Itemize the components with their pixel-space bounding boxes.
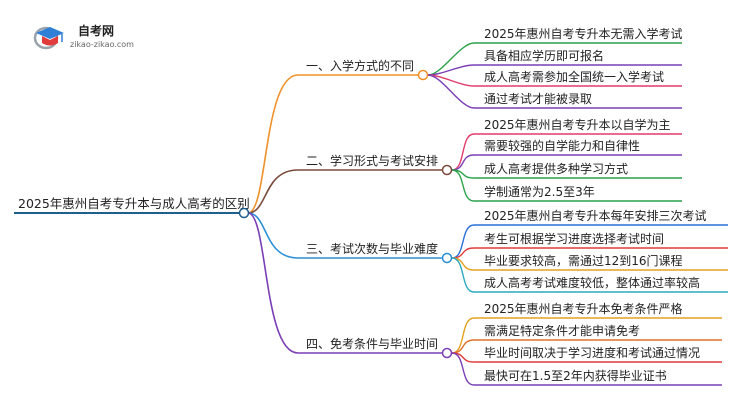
- branch-1-leaf-4-label: 通过考试才能被录取: [484, 91, 592, 106]
- branch-4-connector: [247, 212, 299, 354]
- branch-3-leaf-4-connector: [451, 257, 475, 293]
- branch-1-leaf-1-label: 2025年惠州自考专升本无需入学考试: [484, 26, 683, 41]
- branch-3-leaf-1-connector: [451, 224, 475, 259]
- branch-2-connector: [247, 169, 299, 214]
- branch-1-node-circle[interactable]: [417, 69, 429, 81]
- logo: 自考网 zikao-zikao.com: [33, 23, 134, 50]
- branch-3-connector: [247, 212, 299, 259]
- branch-3-leaf-1-label: 2025年惠州自考专升本每年安排三次考试: [484, 208, 707, 223]
- branch-3-leaf-3-label: 毕业要求较高，需通过12到16门课程: [484, 253, 683, 268]
- branch-3-leaf-4-label: 成人高考考试难度较低，整体通过率较高: [484, 275, 700, 290]
- branch-4-leaf-2-connector: [451, 339, 475, 354]
- branch-1-label: 一、入学方式的不同: [306, 58, 414, 73]
- branch-4-leaf-3-label: 毕业时间取决于学习进度和考试通过情况: [484, 345, 700, 360]
- graduation-cap-icon: [33, 26, 64, 50]
- branch-1-leaf-4-connector: [427, 74, 475, 109]
- branch-4-leaf-1-connector: [451, 317, 475, 354]
- branch-1-leaf-2-label: 具备相应学历即可报名: [484, 48, 604, 63]
- root-node-circle[interactable]: [238, 207, 250, 219]
- branch-4-label: 四、免考条件与毕业时间: [306, 336, 438, 351]
- branch-2-leaf-3-label: 成人高考提供多种学习方式: [484, 161, 628, 176]
- branch-2-leaf-1-connector: [451, 133, 475, 171]
- branch-3-node-circle[interactable]: [441, 252, 453, 264]
- branch-4-leaf-2-label: 需满足特定条件才能申请免考: [484, 323, 640, 338]
- branch-3-leaf-2-label: 考生可根据学习进度选择考试时间: [484, 231, 664, 246]
- branch-3-label: 三、考试次数与毕业难度: [306, 241, 438, 256]
- branch-2-leaf-4-connector: [451, 169, 475, 202]
- nodes: 2025年惠州自考专升本与成人高考的区别 一、入学方式的不同 2025年惠州自考专升…: [18, 26, 707, 383]
- branch-1-leaf-3-label: 成人高考需参加全国统一入学考试: [484, 69, 664, 84]
- branch-4-node-circle[interactable]: [441, 347, 453, 359]
- branch-2-node-circle[interactable]: [441, 164, 453, 176]
- connectors: [14, 42, 728, 386]
- branch-3-leaf-3-connector: [451, 257, 475, 271]
- branch-2-label: 二、学习形式与考试安排: [306, 153, 438, 168]
- branch-2-leaf-2-connector: [451, 154, 475, 171]
- branch-4-leaf-4-connector: [451, 352, 475, 386]
- branch-4-leaf-1-label: 2025年惠州自考专升本免考条件严格: [484, 301, 683, 316]
- branch-2-leaf-2-label: 需要较强的自学能力和自律性: [484, 138, 640, 153]
- logo-name: 自考网: [78, 23, 114, 38]
- branch-2-leaf-4-label: 学制通常为2.5至3年: [484, 184, 595, 199]
- branch-4-leaf-4-label: 最快可在1.5至2年内获得毕业证书: [484, 368, 667, 383]
- logo-url: zikao-zikao.com: [70, 40, 134, 49]
- branch-2-leaf-1-label: 2025年惠州自考专升本以自学为主: [484, 117, 671, 132]
- root-label: 2025年惠州自考专升本与成人高考的区别: [18, 196, 250, 211]
- branch-1-connector: [247, 74, 299, 214]
